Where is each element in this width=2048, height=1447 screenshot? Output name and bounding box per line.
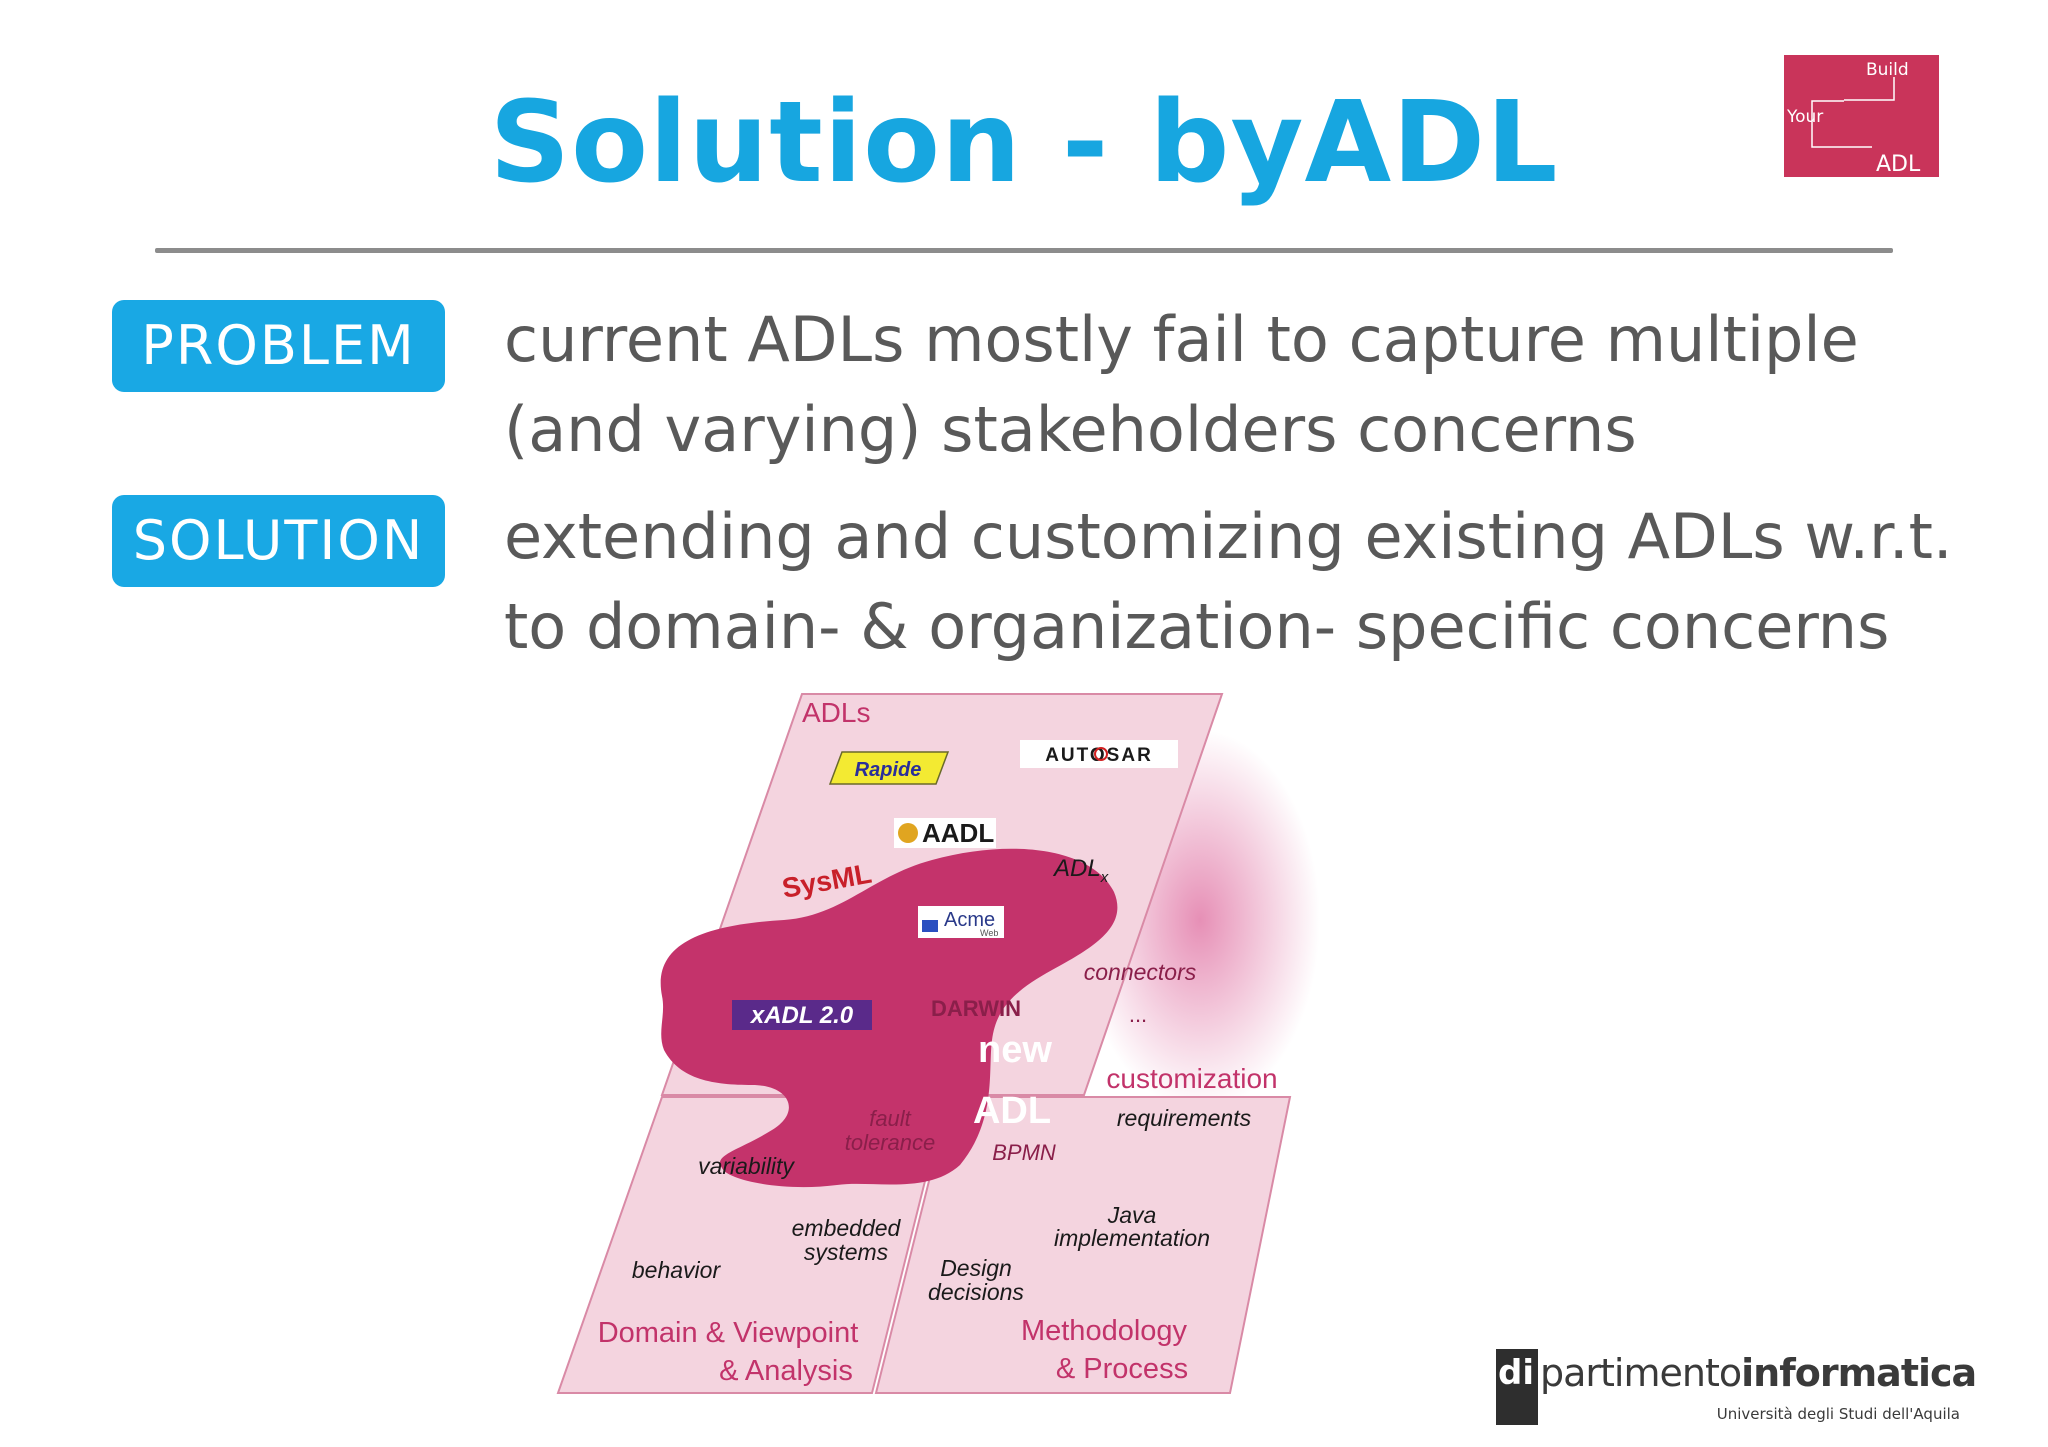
problem-line-2: (and varying) stakeholders concerns	[504, 393, 1637, 466]
embedded-label-2: systems	[804, 1239, 889, 1265]
ellipsis-label: ...	[1129, 1002, 1147, 1027]
java-label-2: implementation	[1054, 1225, 1210, 1251]
connectors-label: connectors	[1084, 959, 1197, 985]
tolerance-label: tolerance	[845, 1130, 936, 1155]
acme-text: Acme	[944, 909, 995, 931]
design-label-1: Design	[940, 1255, 1012, 1281]
solution-line-2: to domain- & organization- specific conc…	[504, 590, 1890, 663]
footer-logo-text: partimentoinformatica	[1540, 1351, 1977, 1395]
adls-label: ADLs	[802, 697, 870, 728]
autosar-text: AUTOSAR	[1045, 745, 1153, 766]
aadl-text: AADL	[922, 818, 994, 848]
acme-sub-text: Web	[980, 928, 998, 938]
footer-university: Università degli Studi dell'Aquila	[1716, 1405, 1960, 1423]
requirements-label: requirements	[1117, 1105, 1252, 1131]
dipartimento-informatica-logo: di partimentoinformatica Università degl…	[1492, 1345, 1977, 1427]
byadl-logo-graphic: Build Your ADL	[1786, 60, 1921, 177]
behavior-label: behavior	[632, 1257, 722, 1283]
new-label: new	[978, 1029, 1052, 1071]
method-label-1: Methodology	[1021, 1315, 1188, 1347]
bpmn-label: BPMN	[992, 1140, 1056, 1165]
byadl-logo: Build Your ADL	[1784, 55, 1939, 177]
footer-di: di	[1498, 1353, 1534, 1393]
xadl-logo: xADL 2.0	[732, 1000, 872, 1030]
embedded-label-1: embedded	[792, 1215, 902, 1241]
solution-badge: SOLUTION	[112, 495, 445, 587]
adl-diagram: ADLs Rapide AUTOSAR AADL ADLx SysML	[556, 693, 1320, 1394]
di-block: di	[1496, 1349, 1538, 1425]
rapide-logo: Rapide	[828, 751, 950, 785]
xadl-text: xADL 2.0	[749, 1002, 854, 1029]
method-label-2: & Process	[1056, 1353, 1188, 1385]
customization-label: customization	[1106, 1063, 1277, 1094]
acme-logo: Acme Web	[918, 906, 1004, 938]
problem-line-1: current ADLs mostly fail to capture mult…	[504, 303, 1859, 376]
footer-part: partimento	[1540, 1351, 1742, 1395]
problem-badge: PROBLEM	[112, 300, 445, 392]
rapide-text: Rapide	[855, 759, 922, 781]
title-divider	[155, 248, 1893, 253]
logo-adl: ADL	[1876, 152, 1921, 177]
variability-label: variability	[698, 1153, 795, 1179]
aadl-logo: AADL	[894, 818, 996, 848]
methodology-pane	[874, 1096, 1292, 1394]
solution-text: extending and customizing existing ADLs …	[504, 492, 1984, 672]
java-label-1: Java	[1107, 1202, 1157, 1228]
problem-text: current ADLs mostly fail to capture mult…	[504, 295, 1984, 475]
logo-your: Your	[1786, 107, 1823, 127]
solution-line-1: extending and customizing existing ADLs …	[504, 500, 1953, 573]
footer-info: informatica	[1741, 1351, 1977, 1395]
design-label-2: decisions	[928, 1279, 1024, 1305]
slide-title: Solution - byADL	[489, 78, 1559, 208]
adl-label: ADL	[973, 1090, 1051, 1132]
adlx-label: ADLx	[1052, 855, 1109, 886]
fault-label: fault	[869, 1106, 911, 1131]
domain-label-1: Domain & Viewpoint	[598, 1317, 859, 1349]
domain-label-2: & Analysis	[719, 1355, 853, 1387]
logo-build: Build	[1866, 60, 1909, 80]
autosar-logo: AUTOSAR	[1020, 740, 1178, 768]
darwin-label: DARWIN	[931, 996, 1021, 1021]
